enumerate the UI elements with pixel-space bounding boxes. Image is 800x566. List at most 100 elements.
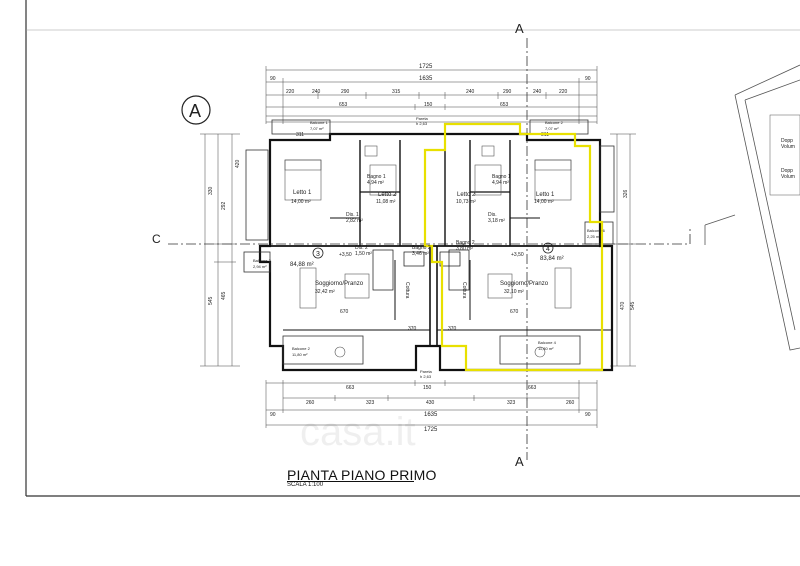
room-name-balcone6: Balcone 6 [587, 228, 606, 233]
dim-right-1: 326 [623, 189, 629, 198]
dim-370-right: 370 [448, 326, 457, 332]
room-area-bagno1-left: 4,94 m² [367, 180, 384, 186]
room-area-soggiorno-left: 32,42 m² [315, 289, 335, 295]
watermark: casa.it [300, 410, 416, 454]
side-label-1: Dopp [781, 138, 793, 144]
dim-bot-323-right: 323 [507, 400, 516, 406]
dim-670-left: 670 [340, 309, 349, 315]
dim-370-left: 370 [408, 326, 417, 332]
dim-top-r3-6: 290 [503, 89, 512, 95]
dim-top-r3-4: 315 [392, 89, 401, 95]
dim-left-3: 545 [208, 296, 214, 305]
room-area-bagno1-right: 4,94 m² [492, 180, 509, 186]
room-name-letto2-left: Letto 2 [378, 192, 397, 198]
unit-3-marker [312, 247, 324, 259]
shaft-value-bottom: h 2,63 [420, 374, 432, 379]
dim-right-3: 545 [630, 301, 636, 310]
room-name-dis2: Dis. 2 [355, 245, 368, 251]
unit-4-level: +3,50 [511, 252, 524, 258]
room-area-bagno2-left: 3,46 m² [412, 251, 429, 257]
dim-670-right: 670 [510, 309, 519, 315]
dim-bot-90-right: 90 [585, 412, 591, 418]
room-area-bagno2-right: 3,80 m² [456, 246, 473, 252]
dim-top-653-right: 653 [500, 102, 509, 108]
dim-top-90-left: 90 [270, 76, 276, 82]
dim-top-r3-3: 290 [341, 89, 350, 95]
unit-3-number: 3 [316, 251, 320, 258]
side-label-3: Dopp [781, 168, 793, 174]
room-name-letto1-right: Letto 1 [536, 192, 555, 198]
shaft-value-top: h 2,63 [416, 121, 428, 126]
dim-bot-430: 430 [426, 400, 435, 406]
section-c-label: C [152, 232, 161, 246]
room-area-letto1-left: 14,00 m² [291, 199, 311, 205]
dim-top-150: 150 [424, 102, 433, 108]
room-area-letto2-left: 11,08 m² [376, 199, 396, 205]
dim-top-r3-1: 220 [286, 89, 295, 95]
section-a-top-label: A [515, 21, 524, 36]
room-area-letto2-right: 10,73 m² [456, 199, 476, 205]
room-name-cottura-right: Cottura [461, 282, 467, 299]
room-area-balcone2-top: 7,07 m² [545, 126, 559, 131]
drawing-title: PIANTA PIANO PRIMO [287, 467, 437, 483]
room-name-bagno2-left: Bagno 2 [412, 245, 431, 251]
dim-bot-inner: 1635 [424, 412, 438, 418]
furniture [284, 145, 572, 358]
room-name-balcone4: Balcone 4 [538, 340, 557, 345]
room-name-letto1-left: Letto 1 [293, 190, 312, 196]
room-area-balcone4: 11,80 m² [538, 346, 554, 351]
room-name-soggiorno-right: Soggiorno/Pranzo [500, 281, 549, 287]
section-a-bottom-label: A [515, 454, 524, 469]
dim-left-5: 420 [235, 159, 241, 168]
room-name-balcone1: Balcone 1 [310, 120, 329, 125]
drawing-scale: SCALA 1:100 [287, 482, 324, 488]
title-underline [287, 481, 414, 482]
side-label-2: Volum [781, 144, 795, 150]
dim-left-4: 465 [221, 291, 227, 300]
sheet-frame [25, 0, 800, 497]
dim-bot-260-right: 260 [566, 400, 575, 406]
dim-bot-323-left: 323 [366, 400, 375, 406]
section-marker-label: A [189, 101, 201, 121]
unit-3-level: +3,50 [339, 252, 352, 258]
room-labels-right: Letto 2 10,73 m² Bagno 1 4,94 m² Letto 1… [456, 120, 606, 351]
building-walls [258, 132, 614, 372]
dim-bot-260-left: 260 [306, 400, 315, 406]
room-area-soggiorno-right: 32,10 m² [504, 289, 524, 295]
dim-top-r3-7: 240 [533, 89, 542, 95]
unit-4-number: 4 [546, 246, 550, 253]
dim-top-653-left: 653 [339, 102, 348, 108]
room-name-balcone2-left: Balcone 2 [292, 346, 311, 351]
dim-top-r3-5: 240 [466, 89, 475, 95]
dim-bot-663-left: 663 [346, 385, 355, 391]
dim-top-overall: 1725 [419, 64, 433, 70]
room-name-dis1: Dis. 1 [346, 212, 359, 218]
dim-top-90-right: 90 [585, 76, 591, 82]
room-name-balcone2-top: Balcone 2 [545, 120, 564, 125]
room-area-balcone1: 7,07 m² [310, 126, 324, 131]
balconies [243, 119, 615, 365]
dim-top-r3-8: 220 [559, 89, 568, 95]
side-label-4: Volum [781, 174, 795, 180]
room-name-balcone3: Balcone 3 [253, 258, 272, 263]
right-dimensions [610, 133, 636, 367]
unit-4-area: 83,84 m² [540, 256, 564, 262]
section-marker-circle [181, 95, 211, 125]
dim-left-1: 330 [208, 186, 214, 195]
adjacent-plan [704, 64, 800, 351]
room-name-dis-right: Dis. [488, 212, 497, 218]
unit-3-area: 84,88 m² [290, 262, 314, 268]
room-area-letto1-right: 14,00 m² [534, 199, 554, 205]
room-name-letto2-right: Letto 2 [457, 192, 476, 198]
room-name-bagno2-right: Bagno 2 [456, 240, 475, 246]
dim-left-2: 292 [221, 201, 227, 210]
room-area-dis2: 1,50 m² [355, 251, 372, 257]
dim-top-inner: 1635 [419, 76, 433, 82]
room-area-dis-right: 3,18 m² [488, 218, 505, 224]
shaft-label-top: Pareta [416, 116, 429, 121]
room-name-soggiorno-left: Soggiorno/Pranzo [315, 281, 364, 287]
dim-top-311-left: 311 [296, 132, 304, 138]
room-name-bagno1-left: Bagno 1 [367, 174, 386, 180]
shaft-label-bottom: Pareta [420, 369, 433, 374]
